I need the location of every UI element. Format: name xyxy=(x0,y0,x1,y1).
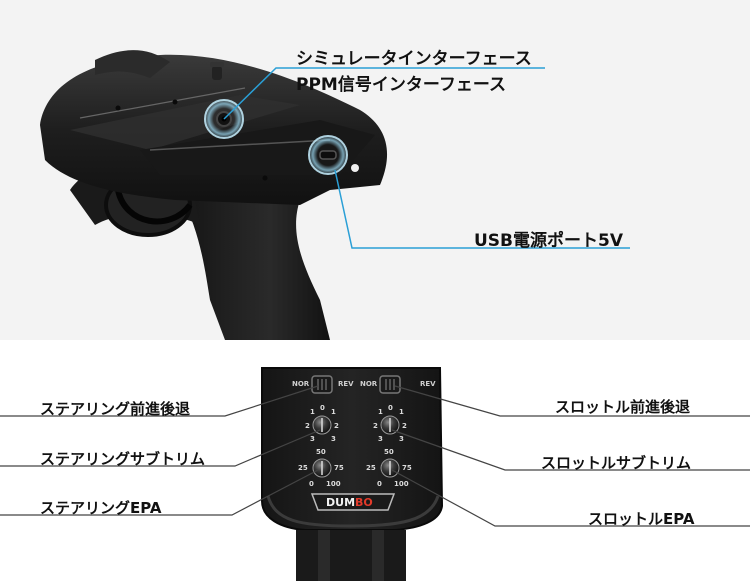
leader-usb xyxy=(334,169,630,249)
st-epa-100: 100 xyxy=(326,480,341,488)
th-trim-2a: 2 xyxy=(373,422,378,430)
leader-throttle-reverse xyxy=(394,385,750,417)
antenna-nub xyxy=(212,66,222,80)
label-steering-epa: ステアリングEPA xyxy=(40,499,162,517)
st-epa-0: 0 xyxy=(309,480,314,488)
st-epa-50: 50 xyxy=(316,448,326,456)
label-simulator-interface: シミュレータインターフェース xyxy=(296,49,532,69)
st-trim-2b: 2 xyxy=(334,422,339,430)
label-throttle-reverse: スロットル前進後退 xyxy=(555,398,691,416)
th-trim-0: 0 xyxy=(388,404,393,412)
st-trim-1b: 1 xyxy=(331,408,336,416)
th-trim-1a: 1 xyxy=(378,408,383,416)
label-steering-subtrim: ステアリングサブトリム xyxy=(40,450,206,468)
leader-simulator xyxy=(223,67,545,120)
label-steering-reverse: ステアリング前進後退 xyxy=(40,400,191,418)
st-trim-2a: 2 xyxy=(305,422,310,430)
th-epa-50: 50 xyxy=(384,448,394,456)
transmitter-side-view-panel: シミュレータインターフェース PPM信号インターフェース USB電源ポート5V xyxy=(0,0,750,340)
handle-grip xyxy=(180,195,330,340)
leader-throttle-epa xyxy=(391,469,750,527)
st-trim-3b: 3 xyxy=(331,435,336,443)
st-epa-25: 25 xyxy=(298,464,308,472)
th-trim-3a: 3 xyxy=(378,435,383,443)
label-usb-power: USB電源ポート5V xyxy=(474,231,623,251)
brand-text-part1: DUM xyxy=(326,496,355,509)
brand-text-part2: BO xyxy=(355,496,373,509)
throttle-epa-knob[interactable] xyxy=(380,458,400,478)
th-trim-2b: 2 xyxy=(402,422,407,430)
label-ppm-interface: PPM信号インターフェース xyxy=(296,75,506,95)
usb-port xyxy=(319,150,337,160)
brand-logo: DUM BO xyxy=(310,493,396,511)
top-fin xyxy=(95,50,170,78)
th-epa-25: 25 xyxy=(366,464,376,472)
th-trim-3b: 3 xyxy=(399,435,404,443)
st-trim-1a: 1 xyxy=(310,408,315,416)
leader-throttle-subtrim xyxy=(391,429,750,471)
label-throttle-epa: スロットルEPA xyxy=(588,510,695,528)
transmitter-top-view-panel: NOR REV NOR REV 1 0 1 2 2 3 3 1 0 1 xyxy=(0,346,750,581)
leader-steering-epa xyxy=(0,469,319,516)
transmitter-side-illustration xyxy=(40,50,630,340)
st-epa-75: 75 xyxy=(334,464,344,472)
label-throttle-subtrim: スロットルサブトリム xyxy=(541,454,692,472)
switch-left-rev-text: REV xyxy=(338,380,354,388)
switch-right-rev-text: REV xyxy=(420,380,436,388)
switch-right-nor-text: NOR xyxy=(360,380,378,388)
th-trim-1b: 1 xyxy=(399,408,404,416)
th-epa-0: 0 xyxy=(377,480,382,488)
th-epa-100: 100 xyxy=(394,480,409,488)
switch-left-nor-text: NOR xyxy=(292,380,310,388)
th-epa-75: 75 xyxy=(402,464,412,472)
control-panel-illustration: NOR REV NOR REV 1 0 1 2 2 3 3 1 0 1 xyxy=(0,367,750,581)
steering-subtrim-knob[interactable] xyxy=(312,415,332,435)
st-trim-3a: 3 xyxy=(310,435,315,443)
throttle-subtrim-knob[interactable] xyxy=(380,415,400,435)
st-trim-0: 0 xyxy=(320,404,325,412)
leader-steering-reverse xyxy=(0,385,319,417)
leader-steering-subtrim xyxy=(0,429,321,467)
steering-epa-knob[interactable] xyxy=(312,458,332,478)
